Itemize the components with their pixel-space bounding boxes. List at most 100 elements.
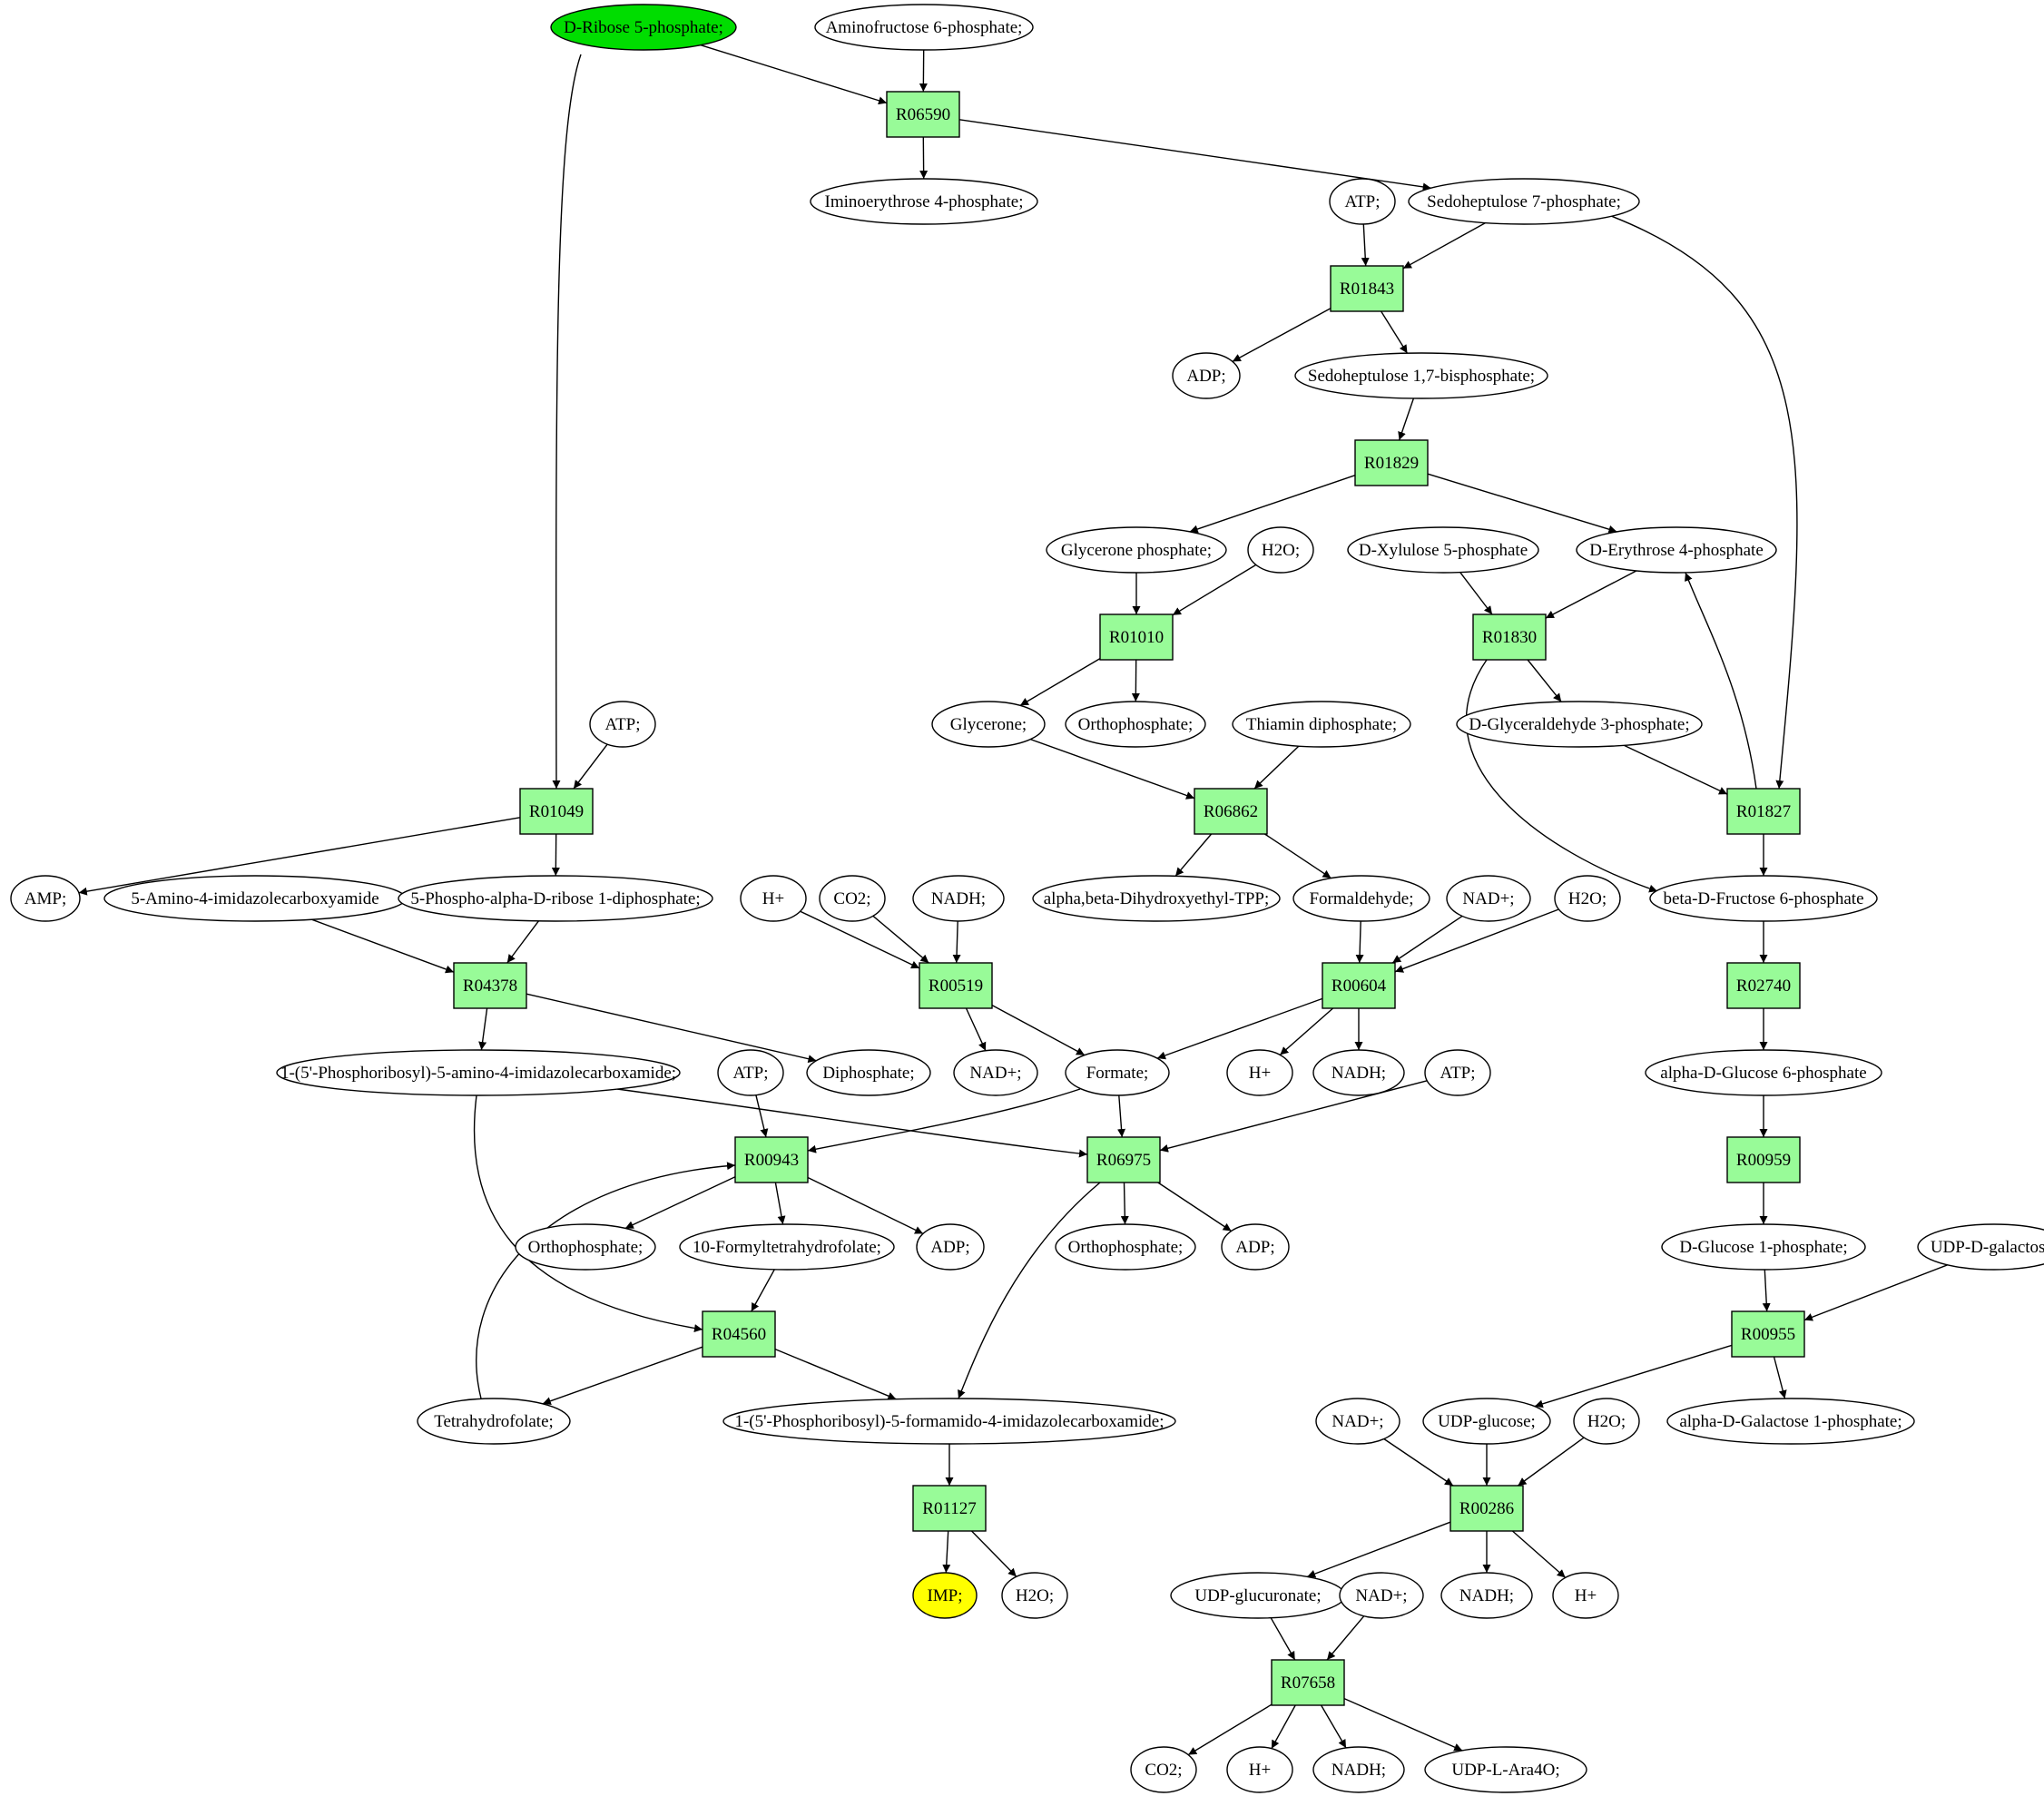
- compound-node[interactable]: alpha-D-Glucose 6-phosphate: [1645, 1049, 1882, 1096]
- compound-node[interactable]: ADP;: [1172, 352, 1241, 399]
- reaction-node[interactable]: R00519: [919, 962, 993, 1009]
- compound-node[interactable]: 1-(5'-Phosphoribosyl)-5-amino-4-imidazol…: [276, 1049, 681, 1096]
- compound-node[interactable]: Glycerone;: [931, 701, 1046, 748]
- compound-ellipse: [1408, 178, 1640, 225]
- compound-label: NADH;: [1459, 1586, 1514, 1605]
- compound-node[interactable]: UDP-glucuronate;: [1170, 1572, 1346, 1619]
- compound-node[interactable]: D-Xylulose 5-phosphate: [1347, 526, 1539, 574]
- reaction-node[interactable]: R00604: [1322, 962, 1396, 1009]
- compound-node[interactable]: ADP;: [916, 1223, 985, 1271]
- reaction-node[interactable]: R06590: [886, 91, 960, 138]
- compound-node[interactable]: ATP;: [717, 1049, 784, 1096]
- compound-node[interactable]: Formaldehyde;: [1292, 875, 1430, 922]
- compound-node[interactable]: CO2;: [1130, 1746, 1197, 1793]
- compound-node[interactable]: IMP;: [912, 1572, 978, 1619]
- compound-label: H+: [762, 889, 784, 908]
- compound-node[interactable]: alpha-D-Galactose 1-phosphate;: [1666, 1398, 1915, 1445]
- reaction-node[interactable]: R00959: [1726, 1136, 1801, 1183]
- compound-node[interactable]: Sedoheptulose 1,7-bisphosphate;: [1294, 352, 1548, 399]
- compound-node[interactable]: Aminofructose 6-phosphate;: [814, 4, 1034, 51]
- edge-R06975-to-adp3: [1157, 1182, 1232, 1232]
- compound-label: CO2;: [833, 889, 870, 908]
- reaction-box: [1354, 439, 1429, 486]
- compound-node[interactable]: AMP;: [10, 875, 81, 922]
- compound-node[interactable]: H+: [740, 875, 807, 922]
- compound-node[interactable]: Glycerone phosphate;: [1046, 526, 1227, 574]
- reaction-node[interactable]: R00943: [734, 1136, 809, 1183]
- reaction-node[interactable]: R00286: [1449, 1485, 1524, 1532]
- compound-node[interactable]: H+: [1226, 1746, 1293, 1793]
- reaction-box: [919, 962, 993, 1009]
- reaction-node[interactable]: R04560: [702, 1310, 776, 1358]
- compound-node[interactable]: NAD+;: [1339, 1572, 1424, 1619]
- compound-node[interactable]: D-Erythrose 4-phosphate: [1576, 526, 1777, 574]
- compound-node[interactable]: ATP;: [1329, 178, 1396, 225]
- compound-node[interactable]: 5-Amino-4-imidazolecarboxyamide: [103, 875, 407, 922]
- compound-node[interactable]: H2O;: [1554, 875, 1621, 922]
- compound-node[interactable]: H2O;: [1247, 526, 1314, 574]
- compound-node[interactable]: CO2;: [819, 875, 886, 922]
- reaction-node[interactable]: R07658: [1271, 1659, 1345, 1706]
- edge-R01127-to-imp: [942, 1530, 951, 1574]
- compound-node[interactable]: Diphosphate;: [806, 1049, 931, 1096]
- compound-node[interactable]: NAD+;: [1446, 875, 1531, 922]
- reaction-node[interactable]: R06862: [1194, 788, 1268, 835]
- compound-node[interactable]: alpha,beta-Dihydroxyethyl-TPP;: [1032, 875, 1281, 922]
- reaction-node[interactable]: R04378: [453, 962, 527, 1009]
- compound-node[interactable]: Orthophosphate;: [515, 1223, 656, 1271]
- compound-node[interactable]: 1-(5'-Phosphoribosyl)-5-formamido-4-imid…: [722, 1398, 1176, 1445]
- compound-node[interactable]: NAD+;: [953, 1049, 1038, 1096]
- compound-node[interactable]: D-Ribose 5-phosphate;: [550, 4, 737, 51]
- reaction-node[interactable]: R01049: [519, 788, 594, 835]
- compound-node[interactable]: Sedoheptulose 7-phosphate;: [1408, 178, 1640, 225]
- reaction-node[interactable]: R01830: [1472, 613, 1547, 661]
- reaction-node[interactable]: R01827: [1726, 788, 1801, 835]
- compound-ellipse: [916, 1223, 985, 1271]
- compound-node[interactable]: H+: [1226, 1049, 1293, 1096]
- reaction-node[interactable]: R01127: [912, 1485, 987, 1532]
- compound-node[interactable]: NAD+;: [1315, 1398, 1400, 1445]
- compound-node[interactable]: Orthophosphate;: [1055, 1223, 1196, 1271]
- compound-node[interactable]: UDP-glucose;: [1422, 1398, 1551, 1445]
- reaction-label: R01049: [529, 802, 584, 821]
- compound-node[interactable]: H2O;: [1573, 1398, 1640, 1445]
- compound-node[interactable]: NADH;: [1440, 1572, 1533, 1619]
- reaction-node[interactable]: R01010: [1099, 613, 1174, 661]
- compound-node[interactable]: ATP;: [589, 701, 656, 748]
- edge-sedo7p-to-R01843: [1402, 221, 1486, 270]
- compound-node[interactable]: Formate;: [1065, 1049, 1170, 1096]
- reaction-node[interactable]: R01843: [1330, 265, 1404, 312]
- compound-ellipse: [1226, 1746, 1293, 1793]
- compound-node[interactable]: 10-Formyltetrahydrofolate;: [679, 1223, 895, 1271]
- edge-R06862-to-dhetpp: [1174, 833, 1213, 877]
- compound-label: Formaldehyde;: [1309, 889, 1413, 908]
- compound-node[interactable]: Thiamin diphosphate;: [1232, 701, 1411, 748]
- compound-node[interactable]: ADP;: [1221, 1223, 1290, 1271]
- compound-node[interactable]: H+: [1552, 1572, 1619, 1619]
- compound-node[interactable]: UDP-L-Ara4O;: [1424, 1746, 1587, 1793]
- compound-node[interactable]: beta-D-Fructose 6-phosphate: [1649, 875, 1878, 922]
- edge-nadplus1-to-R00604: [1391, 915, 1463, 964]
- compound-node[interactable]: D-Glyceraldehyde 3-phosphate;: [1456, 701, 1703, 748]
- edge-h2o2-to-R00604: [1394, 908, 1559, 973]
- compound-node[interactable]: Tetrahydrofolate;: [417, 1398, 571, 1445]
- compound-node[interactable]: NADH;: [1312, 1746, 1405, 1793]
- reaction-box: [702, 1310, 776, 1358]
- compound-node[interactable]: Iminoerythrose 4-phosphate;: [810, 178, 1038, 225]
- compound-node[interactable]: 5-Phospho-alpha-D-ribose 1-diphosphate;: [398, 875, 713, 922]
- compound-node[interactable]: NADH;: [912, 875, 1005, 922]
- reaction-label: R02740: [1736, 977, 1791, 996]
- compound-node[interactable]: D-Glucose 1-phosphate;: [1661, 1223, 1866, 1271]
- reaction-label: R00286: [1459, 1499, 1514, 1518]
- compound-node[interactable]: NADH;: [1312, 1049, 1405, 1096]
- compound-node[interactable]: UDP-D-galactose;: [1917, 1223, 2044, 1271]
- reaction-node[interactable]: R00955: [1731, 1310, 1805, 1358]
- edge-aicar-to-R04560: [473, 1094, 703, 1332]
- compound-node[interactable]: ATP;: [1424, 1049, 1491, 1096]
- compound-node[interactable]: Orthophosphate;: [1065, 701, 1206, 748]
- reaction-node[interactable]: R02740: [1726, 962, 1801, 1009]
- compound-node[interactable]: H2O;: [1001, 1572, 1068, 1619]
- reaction-node[interactable]: R01829: [1354, 439, 1429, 486]
- reaction-label: R06975: [1096, 1151, 1151, 1170]
- reaction-node[interactable]: R06975: [1086, 1136, 1161, 1183]
